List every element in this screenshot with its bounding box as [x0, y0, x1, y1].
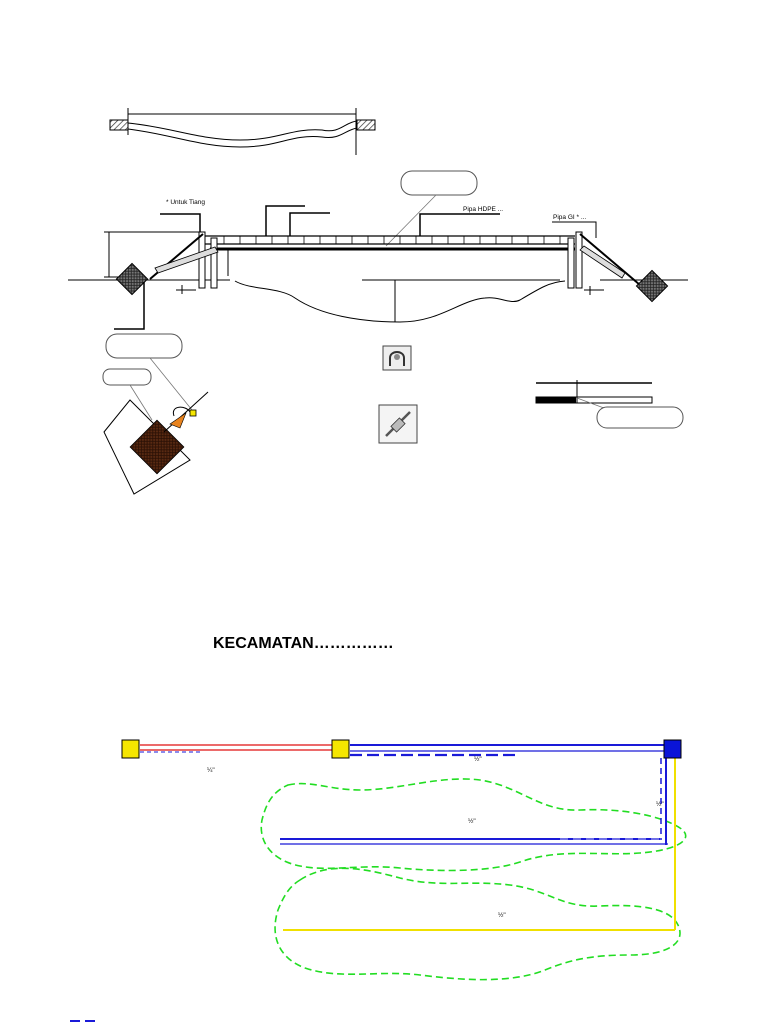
label-pipa-gi: Pipa GI * ...	[553, 214, 586, 221]
leader-lines	[114, 205, 500, 330]
right-anchor-block	[356, 119, 376, 131]
left-anchor-block	[109, 119, 129, 131]
green-boundary-lower	[274, 867, 681, 981]
label-mid-blue: ½"	[468, 817, 476, 825]
green-boundary-upper	[260, 778, 687, 872]
right-anchor-stone	[635, 269, 669, 303]
node-start	[121, 739, 140, 759]
label-red-segment: ¼"	[207, 767, 215, 774]
blue-pipe-top	[350, 744, 664, 757]
callout-box-top	[385, 170, 478, 247]
shackle-icon	[382, 345, 412, 371]
right-tower	[552, 221, 669, 303]
callout-box-pipe	[596, 406, 684, 429]
anchor-mesh-block	[129, 419, 185, 475]
map-title: KECAMATAN……………	[213, 635, 394, 652]
blue-pipe-vertical	[660, 758, 667, 845]
blue-pipe-middle	[280, 838, 668, 845]
pipe-detail	[535, 380, 684, 429]
bridge-truss	[205, 235, 575, 251]
label-yellow-bottom: ½"	[498, 911, 506, 919]
node-reservoir	[663, 739, 682, 759]
left-tower	[115, 213, 219, 296]
label-untuk-tiang: * Untuk Tiang	[166, 199, 205, 206]
anchor-detail	[102, 333, 209, 495]
river-profile	[176, 250, 604, 323]
node-junction	[331, 739, 350, 759]
label-top-blue: ½"	[474, 755, 482, 763]
height-dimension	[104, 231, 200, 278]
yellow-pipe	[283, 758, 676, 931]
cable-span-sketch	[109, 108, 376, 155]
red-pipe-segment	[140, 744, 332, 753]
left-anchor-stone	[115, 262, 149, 296]
callout-box-anchor-1	[105, 333, 183, 359]
callout-box-anchor-2	[102, 368, 152, 386]
label-right-vertical: ½"	[656, 800, 664, 808]
label-pipa-hdpe: Pipa HDPE ...	[463, 206, 503, 213]
turnbuckle-icon	[378, 404, 418, 444]
